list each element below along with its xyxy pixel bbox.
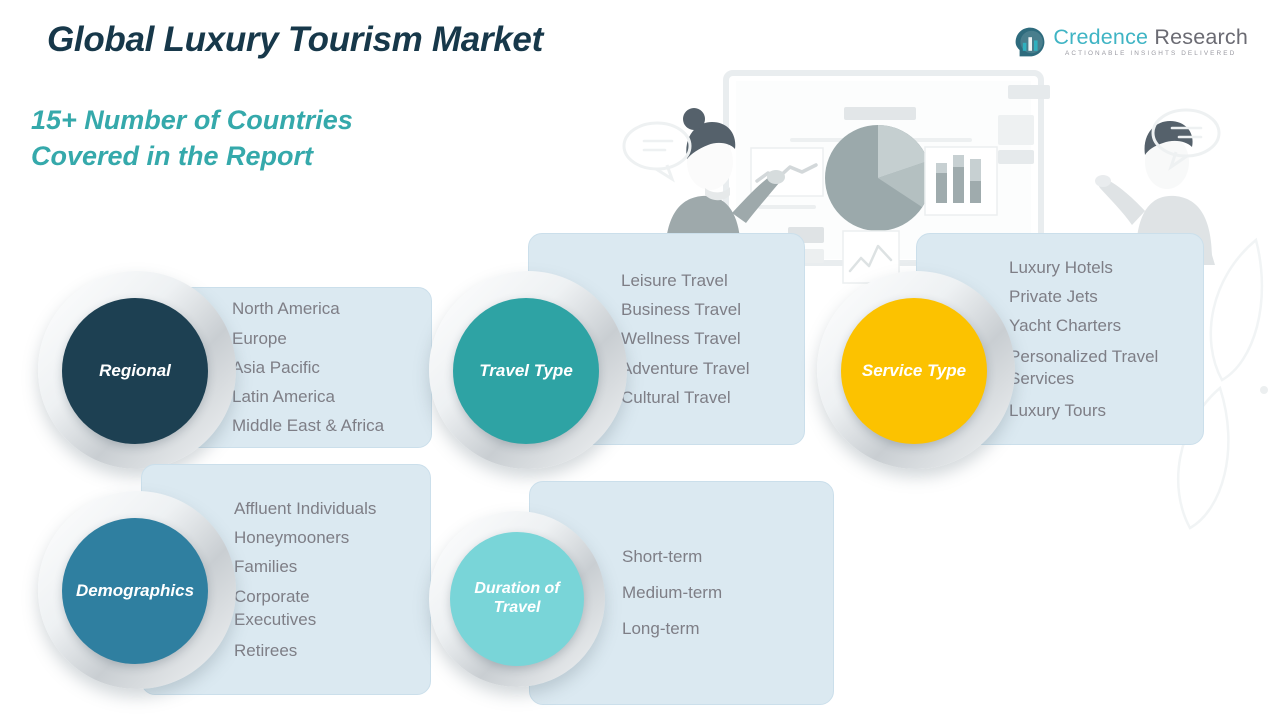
list-item: Short-term xyxy=(622,547,703,567)
bubble-label: Regional xyxy=(99,360,171,380)
list-item: Europe xyxy=(232,328,287,348)
bubble-label: Duration of Travel xyxy=(474,580,560,616)
list-demographics: Affluent Individuals Honeymooners Famili… xyxy=(142,465,430,694)
list-item: Luxury Hotels xyxy=(1009,257,1113,277)
credence-research-logo: Credence Research Actionable Insights De… xyxy=(1014,26,1248,58)
bubble-label: Service Type xyxy=(861,360,967,380)
bubble-label: Travel Type xyxy=(479,360,573,380)
list-item: Honeymooners xyxy=(234,527,350,547)
list-item: Corporate Executives xyxy=(234,587,317,629)
list-item: Affluent Individuals xyxy=(234,498,377,518)
logo-name-credence: Credence xyxy=(1053,24,1149,49)
list-service-type: Luxury Hotels Private Jets Yacht Charter… xyxy=(917,234,1203,444)
list-item: Latin America xyxy=(232,387,335,407)
list-item: Middle East & Africa xyxy=(232,416,385,436)
logo-bar-chart-icon xyxy=(1015,27,1045,57)
bubble-regional[interactable]: Regional xyxy=(62,298,208,444)
page-title: Global Luxury Tourism Market xyxy=(47,20,543,59)
list-item: Cultural Travel xyxy=(621,387,731,407)
list-duration-of-travel: Short-term Medium-term Long-term xyxy=(530,482,833,704)
bubble-travel-type[interactable]: Travel Type xyxy=(453,298,599,444)
logo-tagline: Actionable Insights Delivered xyxy=(1065,50,1237,58)
list-item: Asia Pacific xyxy=(232,357,320,377)
list-item: Adventure Travel xyxy=(621,358,750,378)
bubble-label: Demographics xyxy=(75,580,195,600)
list-item: Business Travel xyxy=(621,300,741,320)
list-item: Luxury Tours xyxy=(1009,400,1107,420)
logo-name: Credence Research xyxy=(1053,24,1248,49)
logo-name-research: Research xyxy=(1154,24,1248,49)
bubble-demographics[interactable]: Demographics xyxy=(62,518,208,664)
list-item: Personalized Travel Services xyxy=(1009,347,1159,389)
list-item: Leisure Travel xyxy=(621,270,728,290)
list-regional: North America Europe Asia Pacific Latin … xyxy=(143,288,431,447)
list-item: Long-term xyxy=(622,618,700,638)
list-item: Yacht Charters xyxy=(1009,316,1122,336)
bubble-service-type[interactable]: Service Type xyxy=(841,298,987,444)
list-item: Retirees xyxy=(234,641,298,661)
bubble-duration-of-travel[interactable]: Duration of Travel xyxy=(450,532,584,666)
list-item: Medium-term xyxy=(622,583,723,603)
list-item: Private Jets xyxy=(1009,287,1098,307)
list-item: North America xyxy=(232,299,340,319)
list-travel-type: Leisure Travel Business Travel Wellness … xyxy=(529,234,804,444)
list-item: Wellness Travel xyxy=(621,329,741,349)
list-item: Families xyxy=(234,557,298,577)
page-subtitle: 15+ Number of Countries Covered in the R… xyxy=(31,105,353,171)
